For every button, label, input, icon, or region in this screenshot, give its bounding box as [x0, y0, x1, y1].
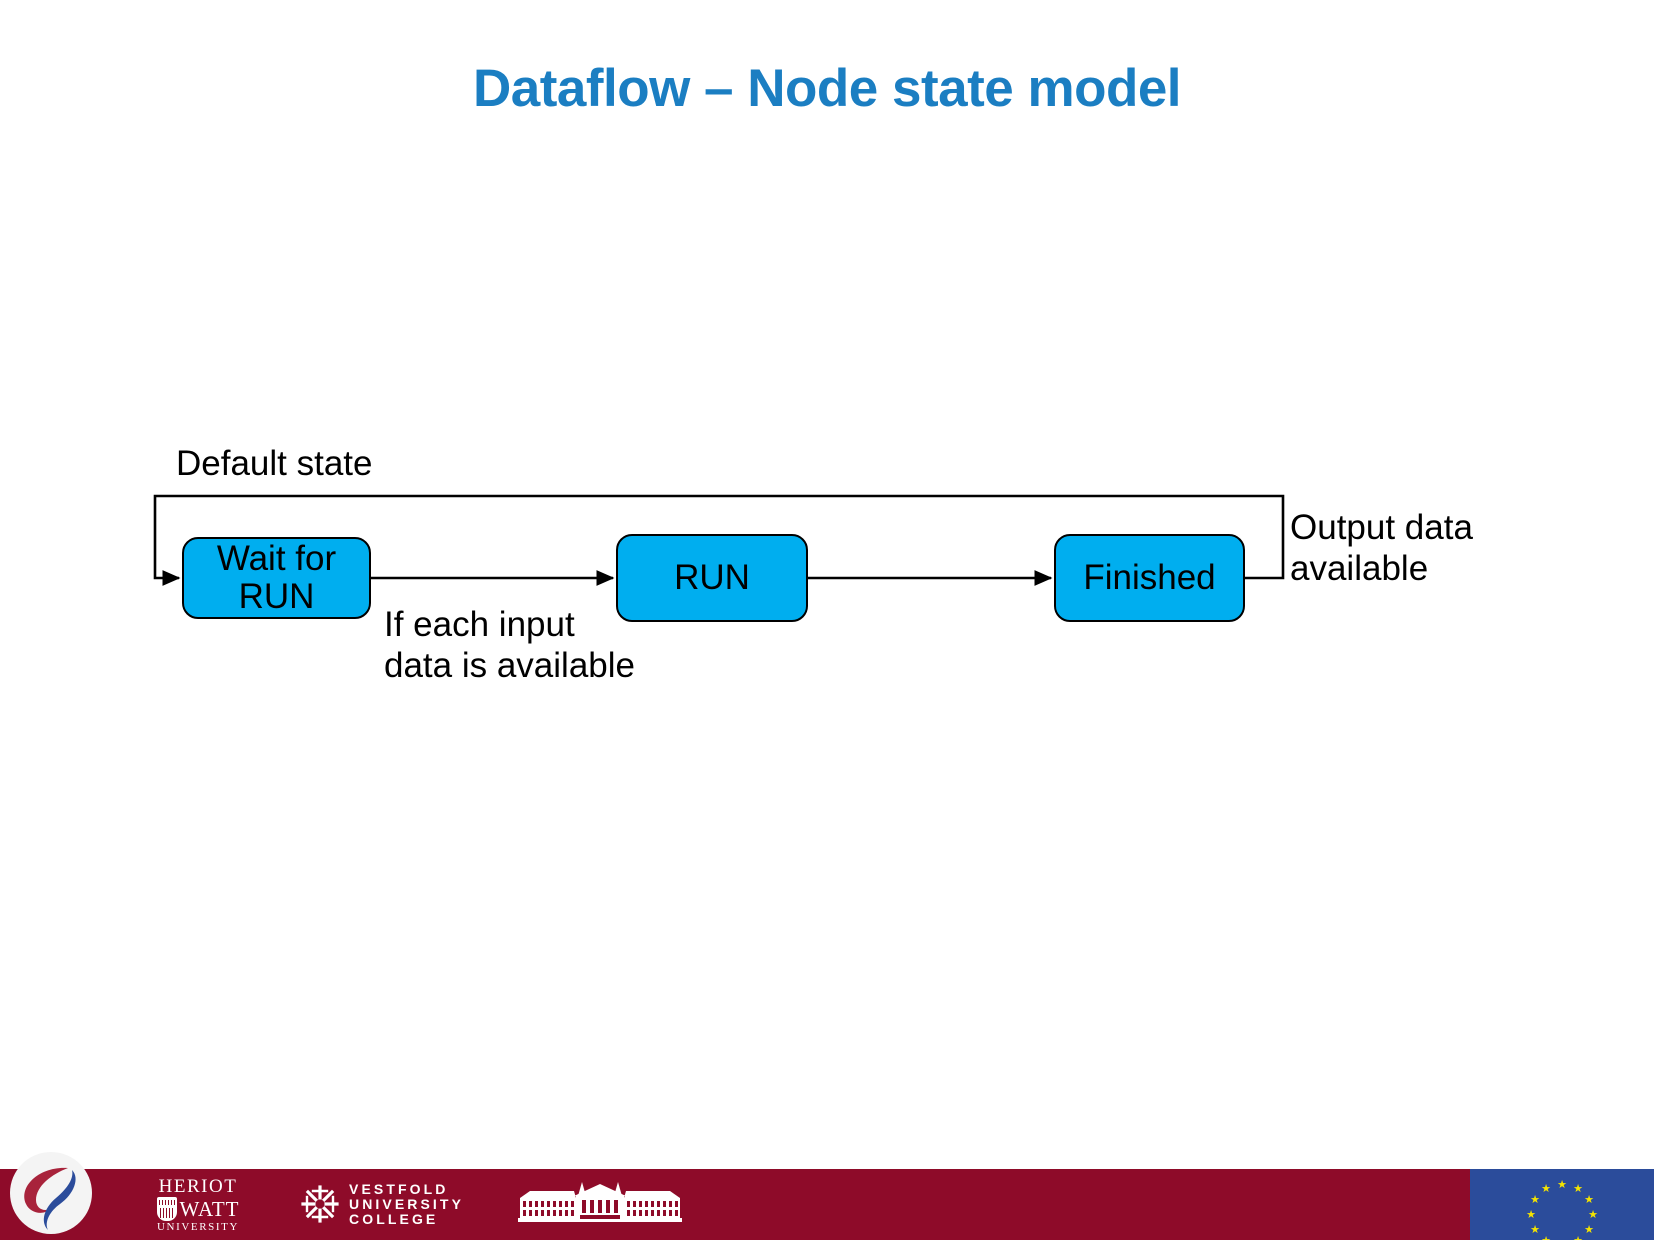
heriot-watt-shield-icon: [156, 1197, 177, 1221]
state-node-finished[interactable]: Finished: [1054, 534, 1245, 622]
european-union-flag-icon: ★ ★ ★ ★ ★ ★ ★ ★ ★ ★ ★ ★: [1470, 1169, 1654, 1240]
arrow-finished-to-wait-loopback: [153, 494, 1285, 587]
vestfold-line1: VESTFOLD: [349, 1180, 449, 1197]
transition-label-output-data-available: Output data available: [1290, 508, 1473, 588]
heriot-watt-swirl-icon: [10, 1152, 92, 1234]
page-title: Dataflow – Node state model: [472, 59, 1182, 118]
footer-bar: [0, 1169, 1654, 1240]
heriot-watt-line3: UNIVERSITY: [157, 1221, 239, 1233]
diagram-connectors: [153, 494, 1285, 587]
vestfold-snowflake-icon: [301, 1185, 339, 1223]
state-model-diagram: Wait for RUN RUN Finished Default state …: [153, 444, 1473, 685]
vestfold-line3: COLLEGE: [349, 1210, 439, 1227]
vestfold-university-college-logo: VESTFOLD UNIVERSITY COLLEGE: [300, 1180, 464, 1228]
transition-label-if-each-input-data-is-available: If each input data is available: [384, 605, 635, 685]
bme-building-logo-icon: [516, 1182, 684, 1226]
state-node-run[interactable]: RUN: [616, 534, 808, 622]
vestfold-line2: UNIVERSITY: [349, 1195, 465, 1212]
heriot-watt-line1: HERIOT: [158, 1176, 238, 1197]
transition-label-default-state: Default state: [176, 444, 373, 483]
state-node-wait-for-run[interactable]: Wait for RUN: [182, 537, 371, 619]
heriot-watt-line2: WATT: [179, 1196, 240, 1221]
vestfold-wordmark: VESTFOLD UNIVERSITY COLLEGE: [349, 1180, 465, 1227]
heriot-watt-university-logo: HERIOT WATT UNIVERSITY: [143, 1177, 253, 1233]
